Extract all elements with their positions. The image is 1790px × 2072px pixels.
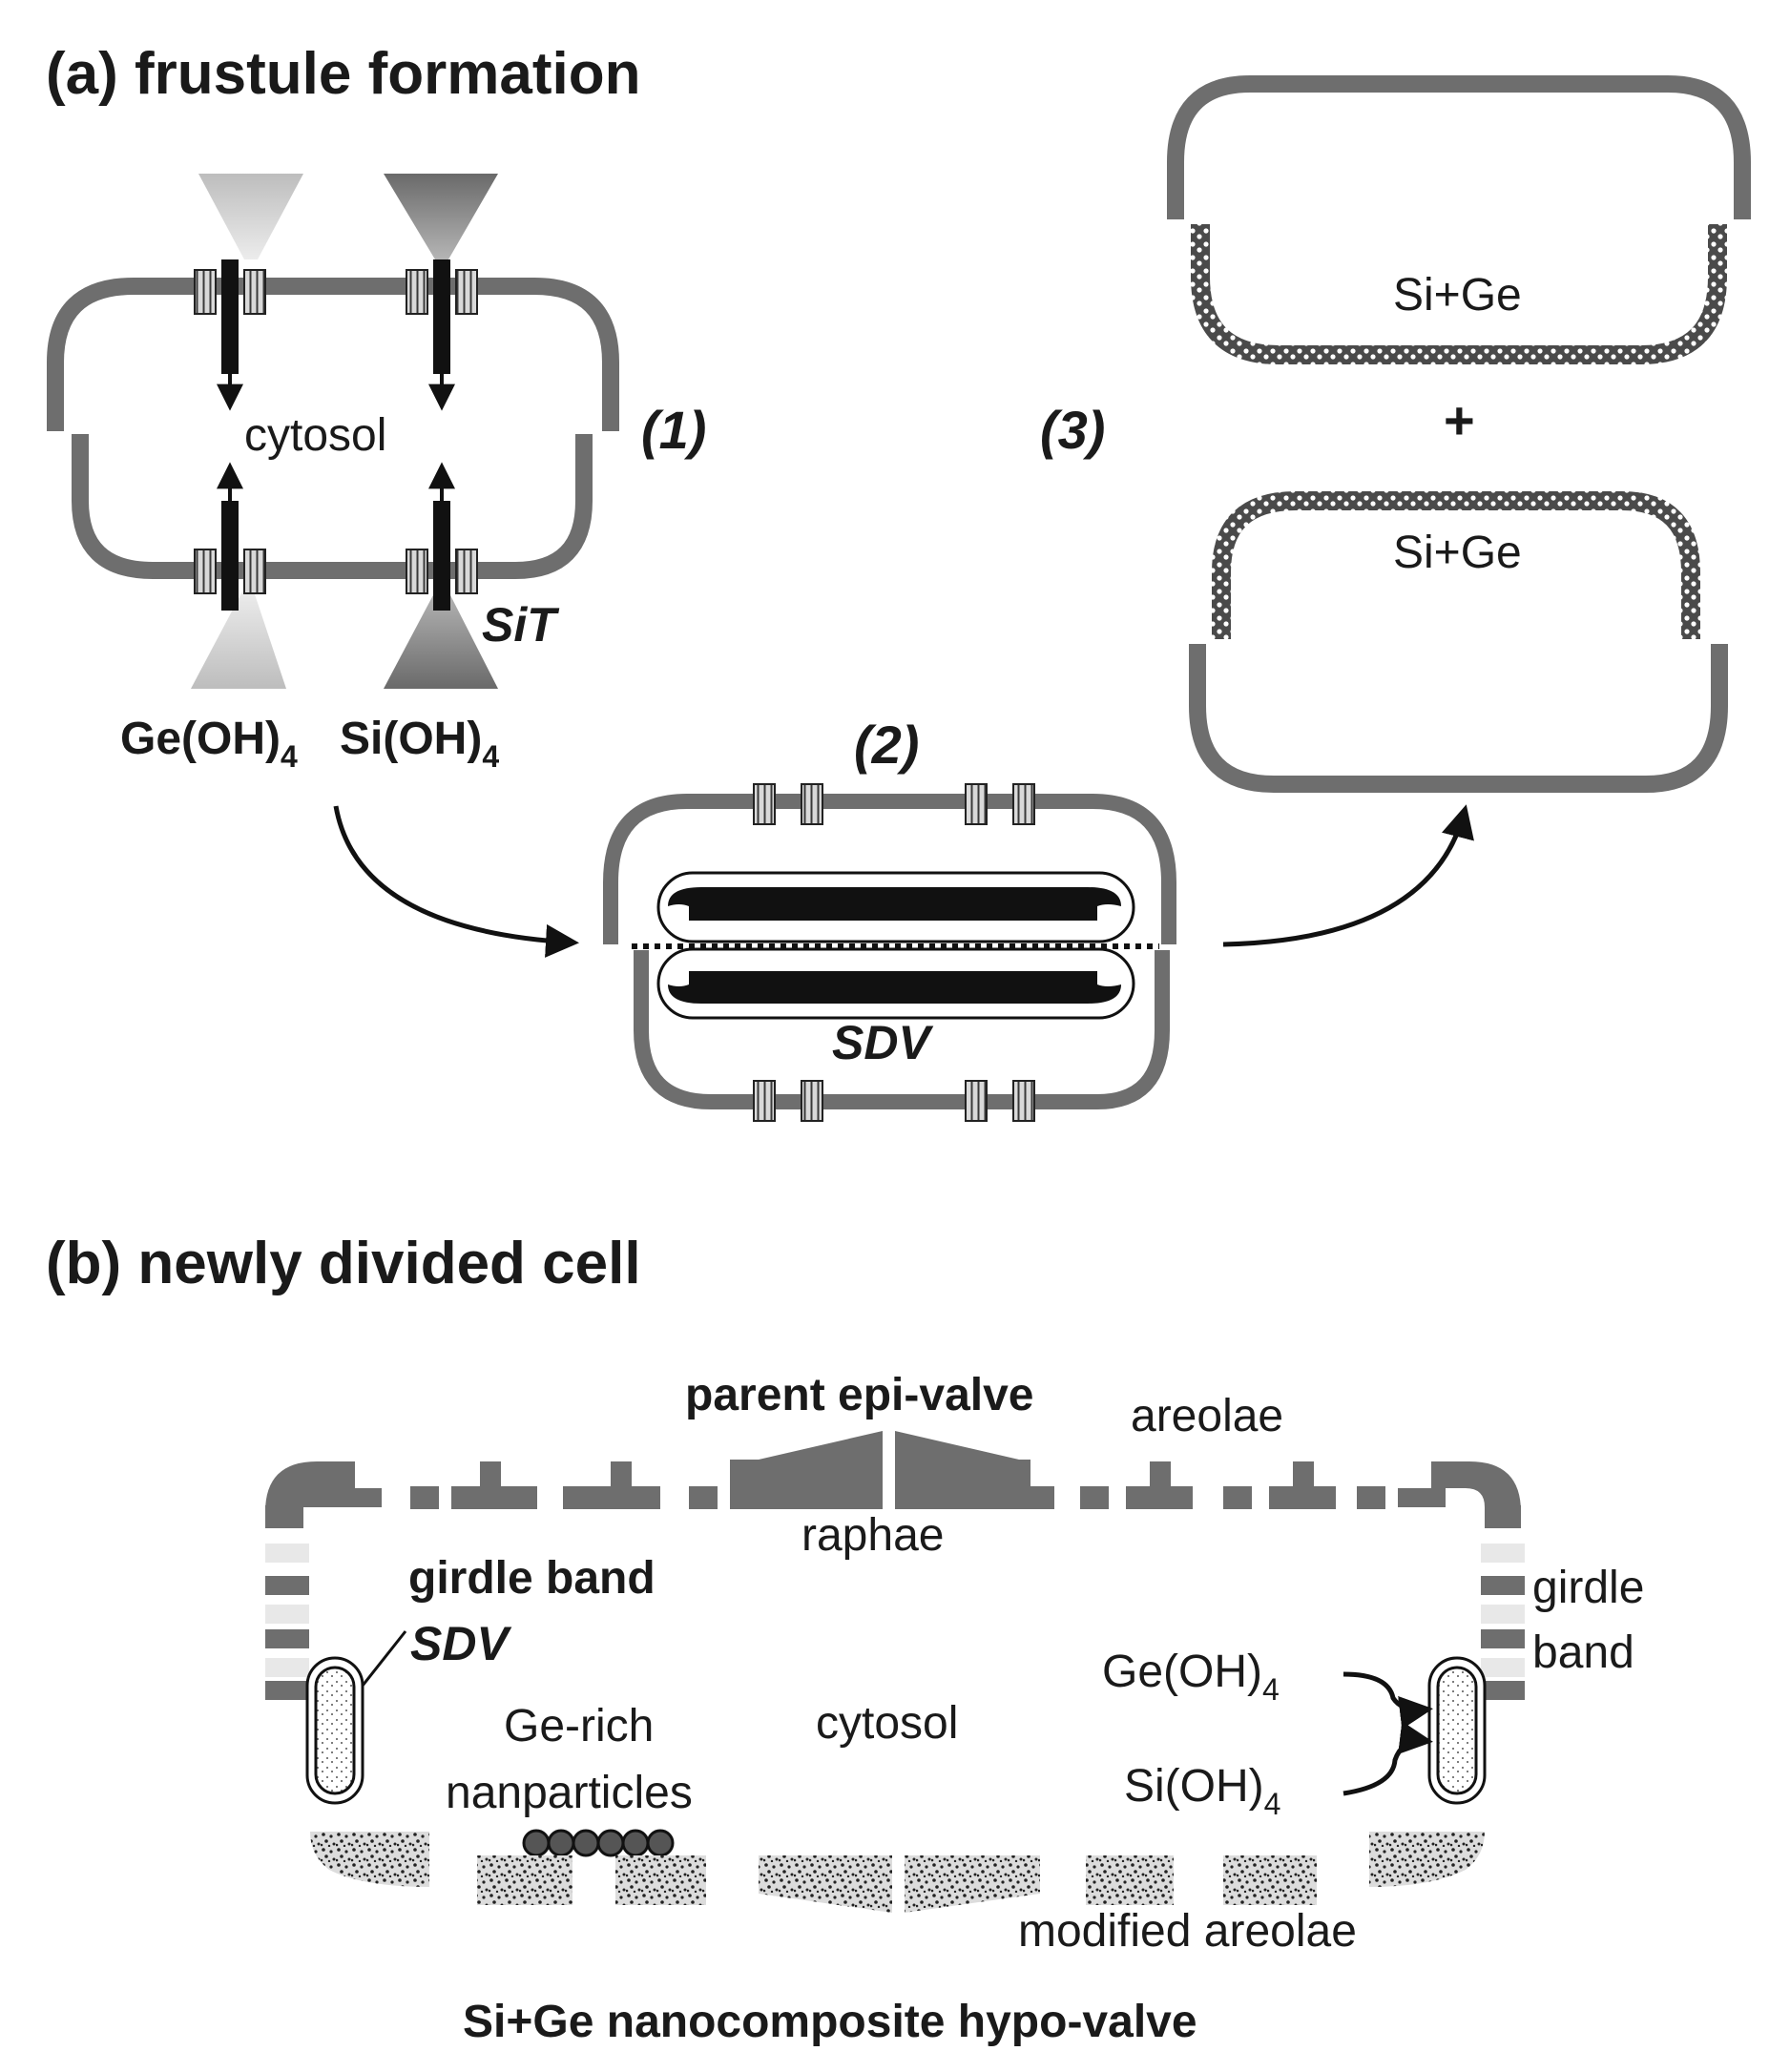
sit-transporter: [801, 783, 823, 825]
ge-rich-label-2: nanparticles: [446, 1768, 693, 1818]
new-valve-silica: [668, 971, 1121, 1004]
girdle-sdv-left: [305, 1656, 364, 1805]
modified-areolae-label: modified areolae: [1018, 1906, 1357, 1957]
sit-label: SiT: [482, 598, 560, 652]
step-2-label: (2): [854, 715, 919, 775]
ge-oh4-label-b: Ge(OH)4: [1102, 1647, 1280, 1707]
ge-oh4-label: Ge(OH)4: [120, 714, 298, 774]
si-ge-hypovalve: [1191, 224, 1727, 364]
raphae-label: raphae: [801, 1510, 944, 1561]
flow-arrow-1-to-2: [333, 805, 579, 958]
ge-input-arrow: [1342, 1671, 1433, 1730]
parent-epi-valve-label: parent epi-valve: [685, 1370, 1033, 1420]
sit-transporter: [801, 1080, 823, 1122]
si-ge-hypovalve: [1212, 491, 1700, 639]
sdv-leader-line: [357, 1630, 407, 1691]
sdv-label-b: SDV: [410, 1617, 511, 1670]
ge-rich-nanoparticles: [522, 1829, 675, 1857]
hypotheca-wall: [72, 434, 593, 579]
step-3-label: (3): [1040, 400, 1105, 460]
step-1-label: (1): [641, 400, 706, 460]
si-ge-hypo-valve: [310, 1832, 1485, 1913]
step-1-cell: cytosol (1) SiT: [47, 174, 706, 689]
sit-transporter: [243, 269, 266, 315]
flow-arrow-2-to-3: [1222, 804, 1474, 947]
si-cone-bottom: [384, 591, 498, 689]
sit-transporter: [194, 549, 217, 594]
si-cone-top: [384, 174, 498, 259]
sit-transporter: [965, 783, 988, 825]
new-valve-silica: [668, 887, 1121, 921]
sit-transporter: [194, 269, 217, 315]
cytosol-label: cytosol: [244, 410, 386, 461]
sit-transporter: [965, 1080, 988, 1122]
sit-transporter: [753, 1080, 776, 1122]
si-oh4-label: Si(OH)4: [340, 714, 499, 774]
girdle-band-right: [1481, 1544, 1525, 1700]
panel-b-title: (b) newly divided cell: [46, 1231, 641, 1296]
girdle-label-right-1: girdle: [1532, 1563, 1644, 1613]
step-2-cell: (2) SDV: [603, 715, 1176, 1122]
step-3-cells: (3) Si+Ge + Si+Ge: [1040, 75, 1751, 793]
si-ge-label-bottom: Si+Ge: [1393, 528, 1522, 578]
si-input-arrow: [1342, 1721, 1433, 1796]
areolae-label: areolae: [1131, 1391, 1283, 1441]
sit-transporter: [455, 549, 478, 594]
parent-epi-valve: [265, 1431, 1521, 1528]
si-oh4-label-b: Si(OH)4: [1124, 1761, 1280, 1821]
cytosol-label-b: cytosol: [816, 1698, 958, 1749]
sit-transporter: [406, 549, 428, 594]
si-ge-label-top: Si+Ge: [1393, 270, 1522, 321]
girdle-band-left: [265, 1544, 309, 1700]
sit-transporter: [1012, 1080, 1035, 1122]
ge-rich-label-1: Ge-rich: [504, 1701, 654, 1751]
ge-cone-bottom: [191, 591, 286, 689]
sit-transporter: [243, 549, 266, 594]
girdle-band-label-left: girdle band: [408, 1553, 656, 1604]
sit-transporter: [455, 269, 478, 315]
sdv-label: SDV: [832, 1016, 933, 1069]
epitheca-wall: [47, 278, 619, 431]
girdle-sdv-right: [1427, 1656, 1487, 1805]
sit-transporter: [406, 269, 428, 315]
ge-cone-top: [198, 174, 303, 259]
sit-transporter: [1012, 783, 1035, 825]
hypo-valve-label: Si+Ge nanocomposite hypo-valve: [463, 1997, 1197, 2047]
girdle-label-right-2: band: [1532, 1627, 1634, 1678]
panel-a-title: (a) frustule formation: [46, 41, 640, 107]
sit-transporter: [753, 783, 776, 825]
plus-sign: +: [1444, 390, 1475, 450]
